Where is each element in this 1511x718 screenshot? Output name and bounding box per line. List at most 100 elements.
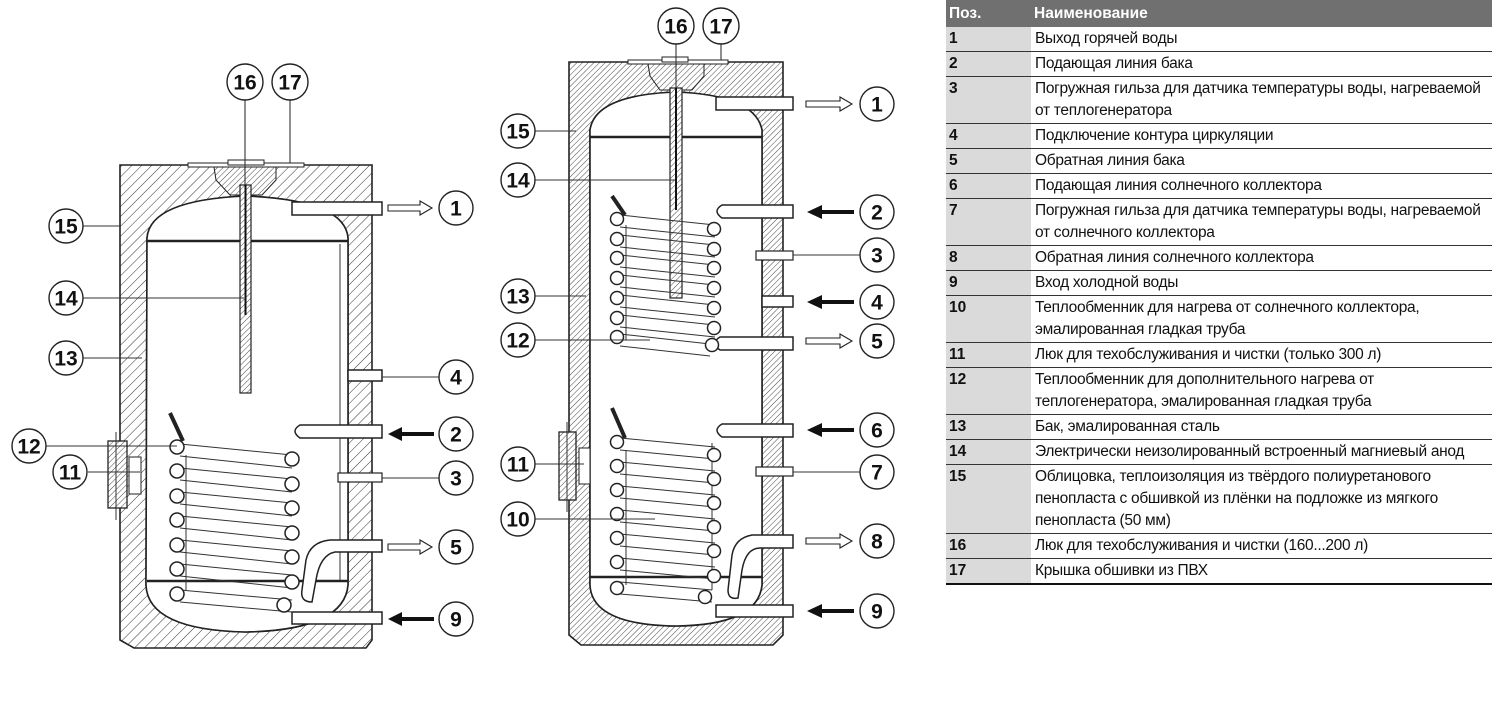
legend-name: Обратная линия солнечного коллектора [1031,245,1492,271]
callout-9: 9 [438,601,474,637]
right-tank [558,56,794,646]
callout-5: 5 [438,529,474,565]
svg-text:9: 9 [450,609,462,632]
callout-12: 12 [11,428,47,464]
callout-13-right: 13 [500,278,536,314]
legend-name: Люк для техобслуживания и чистки (160...… [1031,533,1492,559]
legend-name: Подающая линия солнечного коллектора [1031,173,1492,199]
legend-pos: 16 [946,533,1031,559]
tank-diagrams: 16 17 15 14 13 12 11 1 4 2 3 5 9 [11,7,895,649]
callout-3-right: 3 [859,237,895,273]
callout-16-right: 16 [657,7,695,45]
svg-text:1: 1 [871,94,883,117]
svg-text:10: 10 [506,509,529,532]
svg-text:16: 16 [233,72,256,95]
legend-name: Погружная гильза для датчика температуры… [1031,76,1492,124]
legend-name: Погружная гильза для датчика температуры… [1031,198,1492,246]
callout-4-right: 4 [859,284,895,320]
callout-5-right: 5 [859,323,895,359]
callout-13: 13 [48,340,84,376]
legend-name: Люк для техобслуживания и чистки (только… [1031,342,1492,368]
legend-name: Облицовка, теплоизоляция из твёрдого пол… [1031,464,1492,534]
legend-header-row: Поз. Наименование [946,0,1492,27]
svg-text:11: 11 [507,454,530,477]
legend-name: Бак, эмалированная сталь [1031,414,1492,440]
legend-pos: 3 [946,76,1031,124]
callout-2-right: 2 [859,194,895,230]
svg-text:5: 5 [871,331,883,354]
right-lower-coil [609,407,722,605]
legend-pos: 15 [946,464,1031,534]
svg-text:7: 7 [871,462,883,485]
legend-pos: 4 [946,123,1031,149]
legend-pos: 10 [946,295,1031,343]
callout-7-right: 7 [859,454,895,490]
callout-14: 14 [48,280,84,316]
svg-text:9: 9 [871,601,883,624]
callout-9-right: 9 [859,593,895,629]
svg-text:15: 15 [54,216,78,239]
callout-6-right: 6 [859,412,895,448]
callout-11-right: 11 [500,446,536,482]
legend-pos: 2 [946,51,1031,77]
legend-pos: 14 [946,439,1031,465]
svg-text:2: 2 [871,202,883,225]
left-service-hatch [107,440,128,509]
legend-name: Выход горячей воды [1031,27,1492,52]
left-callouts: 16 17 15 14 13 12 11 1 4 2 3 5 9 [11,63,474,637]
legend-name: Электрически неизолированный встроенный … [1031,439,1492,465]
callout-16: 16 [226,63,264,101]
svg-text:12: 12 [17,436,40,459]
svg-text:11: 11 [59,462,82,485]
callout-2: 2 [438,416,474,452]
legend-name: Теплообменник для дополнительного нагрев… [1031,367,1492,415]
left-heat-exchanger-coil [168,412,300,613]
svg-text:2: 2 [450,424,462,447]
svg-text:17: 17 [278,72,301,95]
callout-1-right: 1 [859,86,895,122]
svg-text:6: 6 [871,420,883,443]
right-callouts: 16 17 15 14 13 12 11 10 1 2 3 4 5 6 7 8 … [500,7,895,629]
legend-pos: 5 [946,148,1031,174]
callout-12-right: 12 [500,322,536,358]
legend-pos: 7 [946,198,1031,246]
svg-text:16: 16 [664,16,687,39]
svg-text:1: 1 [450,198,462,221]
right-upper-coil [609,194,722,357]
legend-name: Подающая линия бака [1031,51,1492,77]
legend-pos: 11 [946,342,1031,368]
legend-pos: 8 [946,245,1031,271]
legend-name: Крышка обшивки из ПВХ [1031,558,1492,585]
legend-pos: 13 [946,414,1031,440]
svg-text:15: 15 [506,121,530,144]
legend-pos: 17 [946,558,1031,585]
svg-text:5: 5 [450,537,462,560]
svg-text:4: 4 [871,292,883,315]
svg-text:13: 13 [506,286,529,309]
callout-10-right: 10 [500,501,536,537]
callout-1: 1 [438,190,474,226]
legend-pos: 1 [946,27,1031,52]
callout-3: 3 [438,460,474,496]
callout-8-right: 8 [859,523,895,559]
svg-text:14: 14 [54,288,78,311]
svg-text:14: 14 [506,170,530,193]
callout-15: 15 [48,208,84,244]
callout-4: 4 [438,359,474,395]
legend-name: Обратная линия бака [1031,148,1492,174]
svg-text:17: 17 [709,16,732,39]
